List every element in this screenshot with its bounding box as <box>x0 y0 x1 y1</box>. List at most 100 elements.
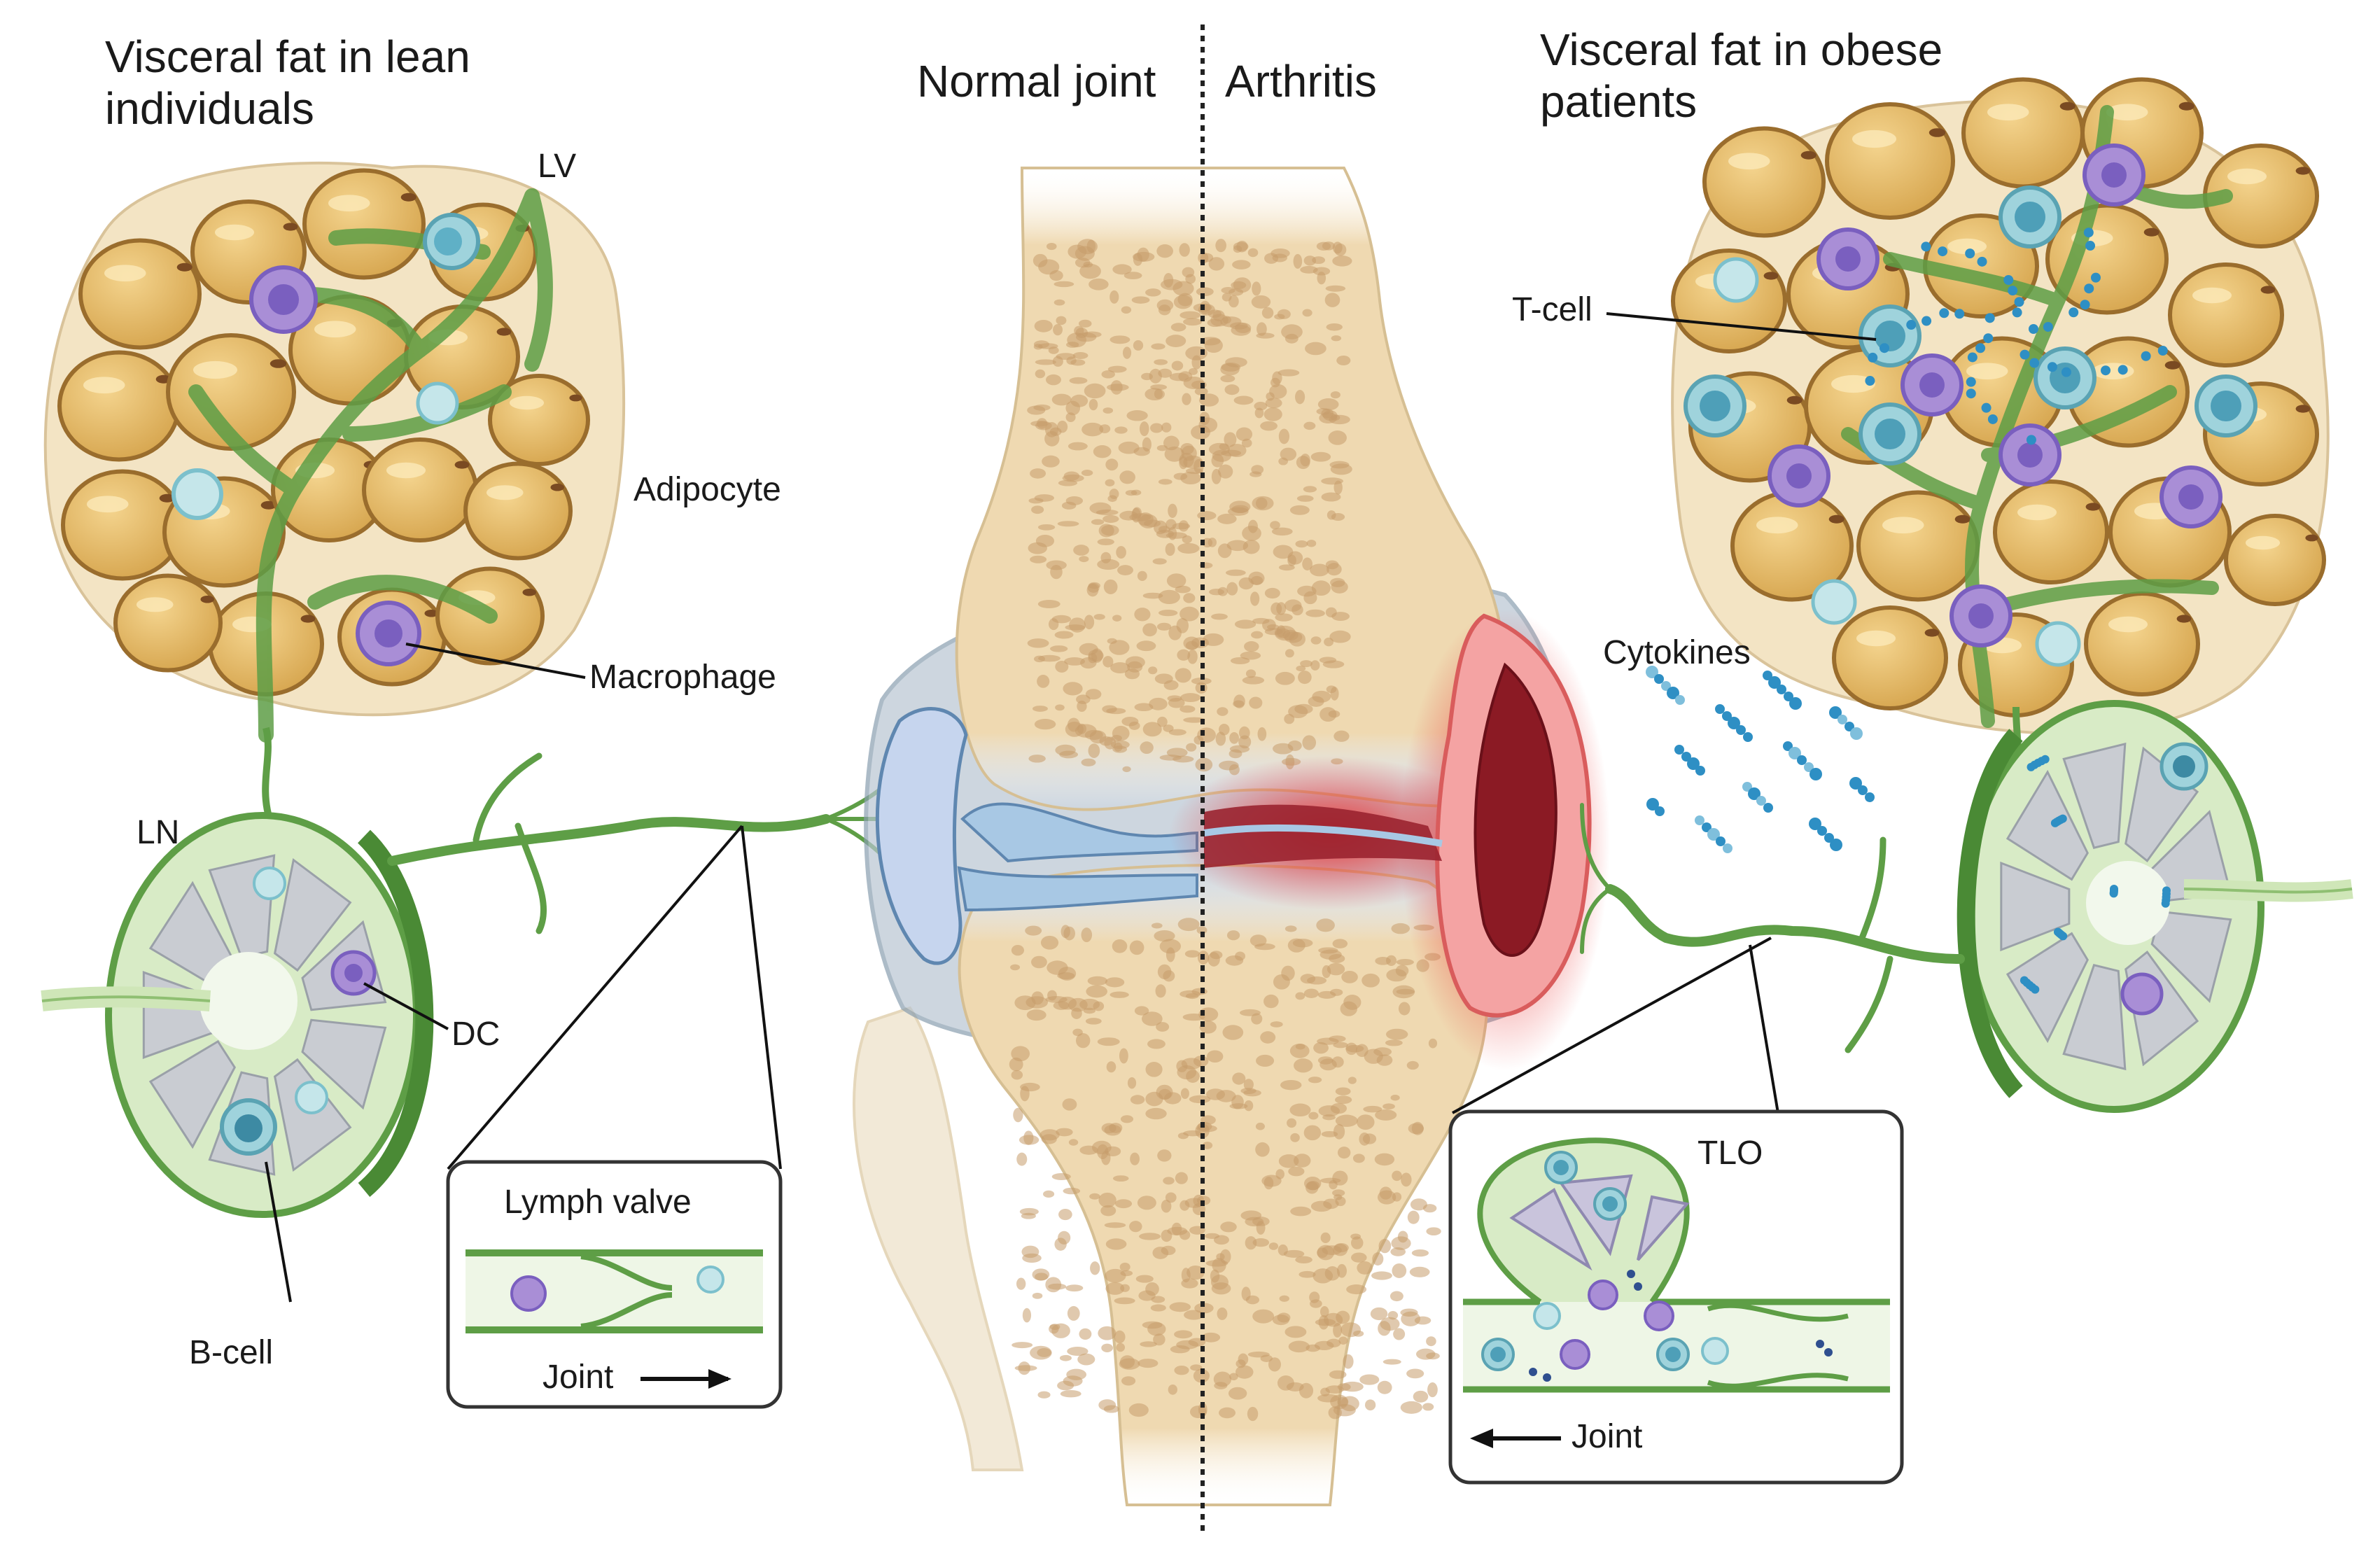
bone-pore <box>1027 405 1046 415</box>
bone-pore <box>1067 1346 1088 1357</box>
obese-adipocyte <box>1961 77 2085 189</box>
bone-pore <box>1298 1270 1316 1278</box>
bone-pore <box>1256 1054 1275 1067</box>
bone-pore <box>1158 304 1171 316</box>
bone-pore <box>1351 1252 1367 1263</box>
lean-adipocyte <box>166 333 296 451</box>
bone-pore <box>1154 673 1173 685</box>
bone-pore <box>1287 938 1306 953</box>
bone-pore <box>1088 278 1109 290</box>
bone-pore <box>1081 927 1093 942</box>
bone-pore <box>1321 477 1344 485</box>
bone-pore <box>1184 1310 1204 1320</box>
cytokine-dot <box>1736 725 1746 735</box>
tlo-macrophage <box>1560 1339 1590 1370</box>
bone-pore <box>1139 1233 1161 1240</box>
tlo-cytokine <box>1529 1368 1537 1376</box>
bone-pore <box>1302 309 1312 317</box>
bone-pore <box>1273 743 1294 755</box>
cytokine-dot <box>2083 227 2094 238</box>
bone-pore <box>1377 1380 1392 1394</box>
t-cell-obese <box>1858 304 1921 367</box>
bone-pore <box>1261 307 1274 319</box>
bone-pore <box>1158 589 1180 605</box>
bone-pore <box>1186 1265 1205 1280</box>
bone-pore <box>1288 1340 1310 1353</box>
bone-pore <box>1079 263 1101 279</box>
bone-pore <box>1165 542 1175 556</box>
bone-pore <box>1308 1112 1319 1120</box>
bone-pore <box>1055 660 1069 673</box>
bone-pore <box>1205 1233 1220 1239</box>
cytokine-dot <box>1756 796 1766 806</box>
bone-pore <box>1154 930 1175 942</box>
bone-pore <box>1112 939 1128 953</box>
bone-pore <box>1337 1147 1351 1159</box>
bone-pore <box>1065 1284 1084 1292</box>
bone-pore <box>1329 630 1351 643</box>
bone-pore <box>1380 1317 1400 1331</box>
cytokine-dot <box>1965 248 1975 259</box>
bone-pore <box>1343 1354 1354 1369</box>
bone-pore <box>1310 563 1329 577</box>
bone-pore <box>1057 521 1079 527</box>
bone-pore <box>1161 1229 1172 1242</box>
bone-pore <box>1046 242 1057 251</box>
bone-pore <box>1302 557 1313 571</box>
bone-pore <box>1086 985 1107 998</box>
bone-pore <box>1063 682 1083 696</box>
bone-pore <box>1348 1077 1357 1084</box>
macrophage-obese <box>1900 353 1963 416</box>
bone-pore <box>1224 384 1240 395</box>
cytokine-dot <box>1646 666 1658 678</box>
bone-pore <box>1251 465 1264 475</box>
bone-pore <box>1264 994 1279 1009</box>
bone-pore <box>1181 445 1197 461</box>
bone-pore <box>1191 678 1212 685</box>
bone-pore <box>1305 342 1326 356</box>
bone-pore <box>1242 676 1265 685</box>
bone-pore <box>1373 1047 1392 1056</box>
lean-node-lobe <box>273 857 352 972</box>
lean-adipocyte <box>362 437 478 542</box>
bone-pore <box>1270 1021 1283 1028</box>
bone-pore <box>1329 1370 1347 1379</box>
bone-pore <box>1333 1042 1348 1049</box>
bone-pore <box>1155 984 1166 998</box>
bone-pore <box>1329 954 1345 963</box>
bone-pore <box>1303 1125 1322 1141</box>
bone-pore <box>1273 545 1294 559</box>
bone-pore <box>1130 489 1142 496</box>
bone-pore <box>1142 437 1152 452</box>
bone-pore <box>1145 1107 1167 1120</box>
bone-pore <box>1392 985 1415 999</box>
bone-pore <box>1182 393 1191 405</box>
bone-pore <box>1163 1092 1182 1105</box>
bone-pore <box>1025 925 1042 936</box>
bone-pore <box>1168 526 1177 540</box>
bone-pore <box>1328 430 1347 445</box>
bone-pore <box>1249 696 1263 709</box>
bone-pore <box>1067 1305 1080 1321</box>
bone-pore <box>1303 255 1317 266</box>
obese-immune-cells <box>1684 143 2258 667</box>
bone-pore <box>1392 1263 1407 1278</box>
bone-pore <box>1329 461 1350 469</box>
bone-pore <box>1107 365 1127 373</box>
bone-pore <box>1290 1133 1300 1142</box>
bone-pore <box>1422 1403 1434 1411</box>
bone-pore <box>1280 447 1297 461</box>
bone-pore <box>1330 577 1345 587</box>
bone-pore <box>1252 1238 1270 1247</box>
bone-pore <box>1030 1345 1052 1360</box>
bone-pore <box>1195 1123 1210 1139</box>
bone-pore <box>1316 918 1335 932</box>
bone-pore <box>1233 277 1252 293</box>
cytokine-dot <box>1837 715 1847 724</box>
label-b-cell: B-cell <box>189 1334 274 1371</box>
bone-pore <box>1266 392 1275 401</box>
bone-pore <box>1251 295 1271 309</box>
bone-pore <box>1284 1326 1307 1338</box>
bone-pore <box>1125 656 1145 669</box>
bone-pore <box>1243 1079 1254 1091</box>
